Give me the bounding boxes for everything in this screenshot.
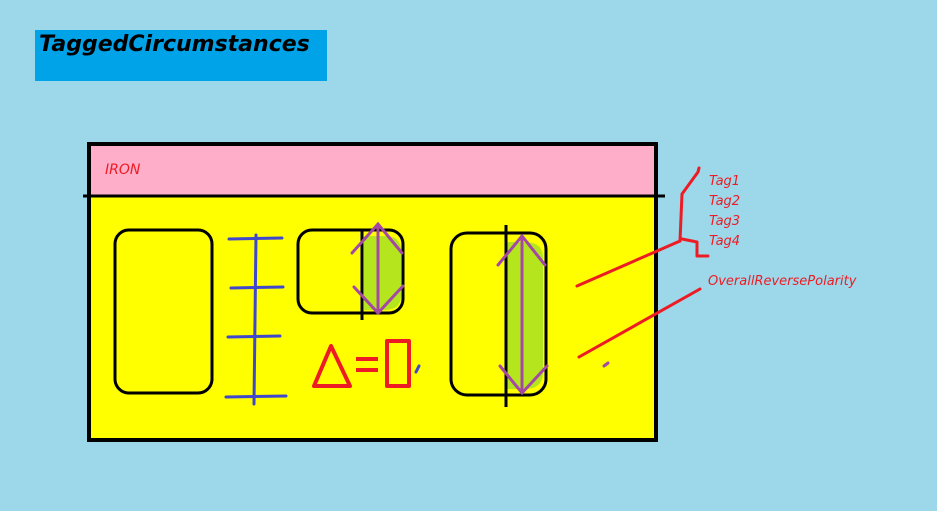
middle-double-arrow-icon bbox=[350, 221, 405, 316]
purple-dot-mark bbox=[602, 361, 610, 368]
header-label: IRON bbox=[105, 162, 141, 178]
blue-scale-marks bbox=[224, 233, 288, 406]
tag-label-3: Tag3 bbox=[709, 214, 740, 229]
diagram-title: TaggedCircumstances bbox=[39, 32, 310, 57]
polarity-label: OverallReversePolarity bbox=[708, 274, 857, 289]
right-green-fill bbox=[507, 242, 543, 389]
tag-label-4: Tag4 bbox=[709, 234, 740, 249]
tag-callout-lines bbox=[575, 166, 710, 359]
left-slot bbox=[113, 228, 214, 395]
right-double-arrow-icon bbox=[496, 233, 549, 396]
middle-green-fill bbox=[364, 236, 401, 310]
tag-label-1: Tag1 bbox=[709, 174, 740, 189]
tag-label-2: Tag2 bbox=[709, 194, 740, 209]
delta-icon bbox=[312, 344, 352, 388]
device-header-band bbox=[91, 146, 654, 195]
blue-dot-mark bbox=[414, 364, 421, 374]
delta-equals-box-formula bbox=[312, 339, 411, 388]
right-slot bbox=[449, 231, 548, 397]
title-banner: TaggedCircumstances bbox=[35, 30, 327, 81]
result-box-icon bbox=[385, 339, 411, 388]
middle-slot bbox=[296, 228, 405, 315]
